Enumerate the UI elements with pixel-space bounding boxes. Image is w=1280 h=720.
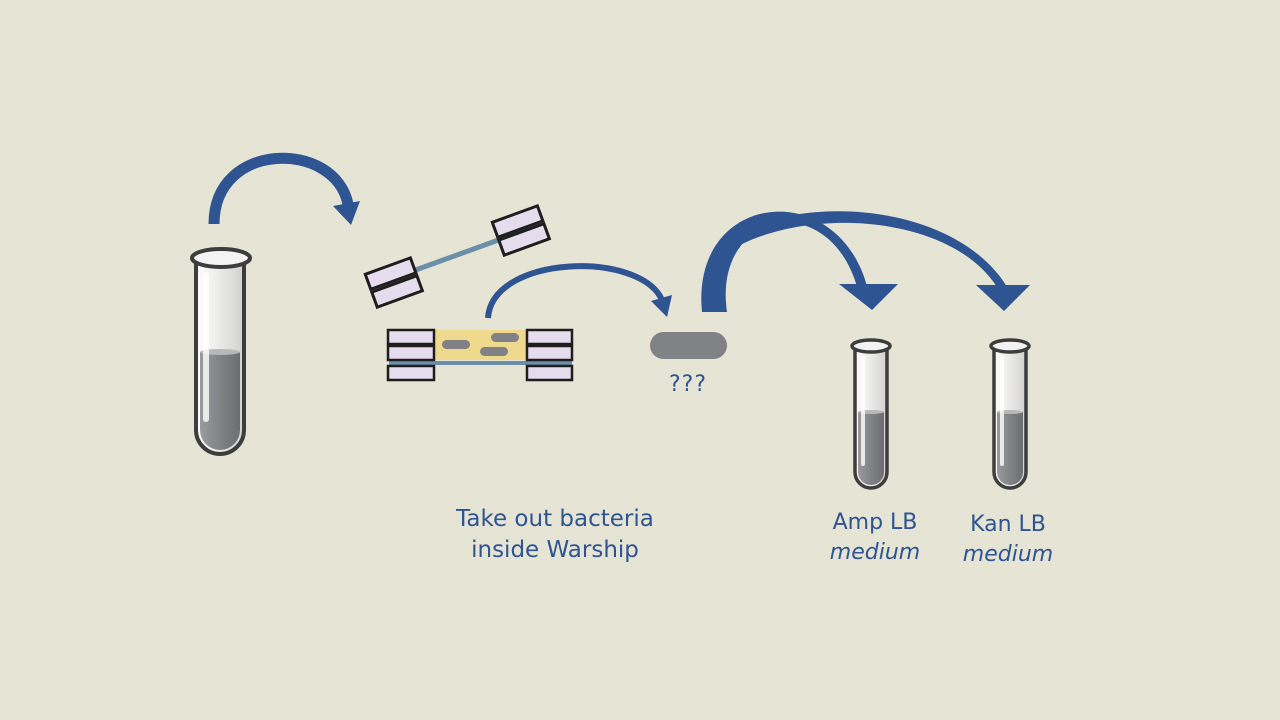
test-tube-icon xyxy=(190,247,252,456)
warship-device-icon xyxy=(386,328,574,382)
warship-device-open-icon xyxy=(363,203,552,310)
step-caption: Take out bacteria inside Warship xyxy=(400,504,710,566)
curved-arrow-icon xyxy=(485,263,672,319)
kan-medium-name: Kan LB xyxy=(970,512,1046,537)
test-tube-icon xyxy=(850,338,892,490)
amp-medium-kind: medium xyxy=(829,540,921,565)
step-caption-line-2: inside Warship xyxy=(471,537,639,563)
step-caption-line-1: Take out bacteria xyxy=(456,506,654,532)
amp-medium-label: Amp LB medium xyxy=(815,508,935,568)
curved-arrow-icon xyxy=(701,211,898,312)
bacteria-icon xyxy=(442,340,470,349)
test-tube-icon xyxy=(989,338,1031,490)
kan-medium-label: Kan LB medium xyxy=(948,510,1068,570)
unknown-bacteria-label: ??? xyxy=(668,372,708,397)
curved-arrow-icon xyxy=(718,211,1030,311)
kan-medium-kind: medium xyxy=(962,542,1054,567)
curved-arrow-icon xyxy=(208,152,360,225)
bacteria-icon xyxy=(480,347,508,356)
bacteria-icon xyxy=(650,332,727,359)
bacteria-icon xyxy=(491,333,519,342)
amp-medium-name: Amp LB xyxy=(832,510,918,535)
